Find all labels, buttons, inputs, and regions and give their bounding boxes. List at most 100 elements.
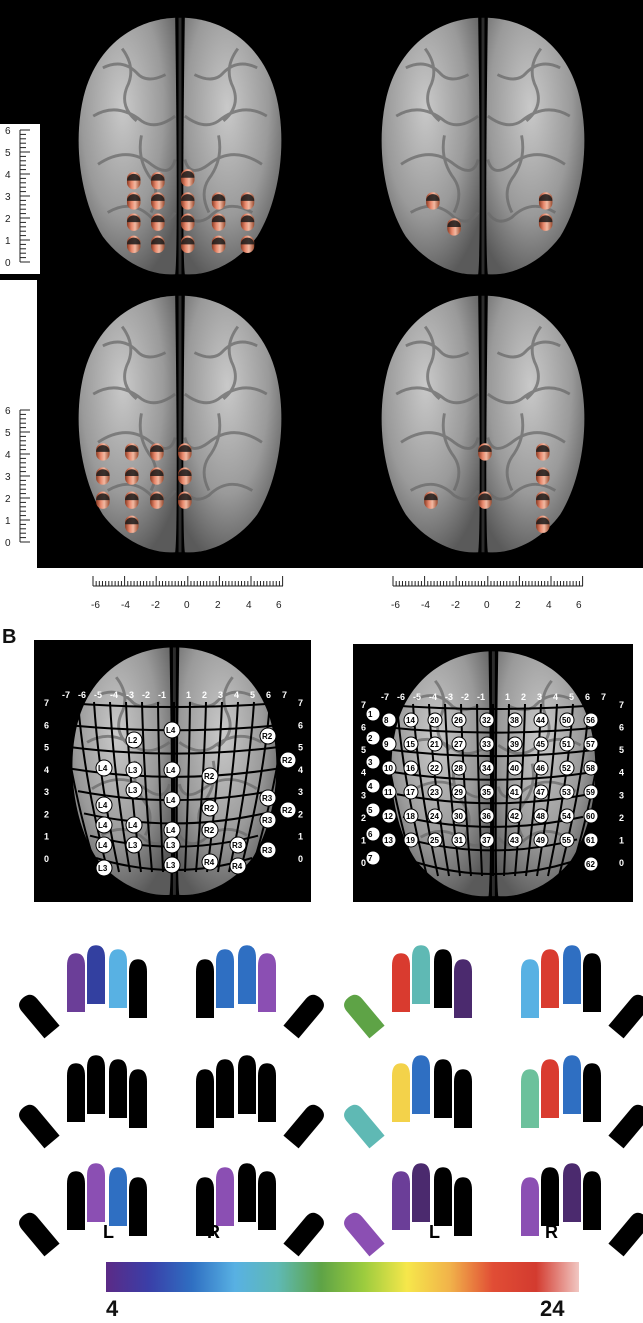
electrode-label: 51: [562, 740, 571, 749]
electrode-marker: [163, 721, 181, 739]
tick-label: 1: [5, 236, 11, 247]
finger: [412, 945, 430, 1004]
brain-a-bottom-right: [363, 288, 603, 558]
electrode-label: 62: [586, 860, 595, 869]
electrode-marker: [125, 731, 143, 749]
electrode-label: 56: [586, 716, 595, 725]
grid-top-label: 2: [521, 692, 526, 702]
grid-col-line: [184, 701, 191, 873]
electrode-marker: [507, 784, 523, 800]
grid-top-label: -1: [477, 692, 485, 702]
electrode-marker: [163, 791, 181, 809]
electrode-label: R2: [204, 826, 215, 835]
electrode-marker: [479, 736, 495, 752]
electrode-marker: [559, 736, 575, 752]
electrode-marker: [125, 761, 143, 779]
thumb: [608, 1209, 643, 1257]
finger: [216, 1167, 234, 1226]
electrode-label: 58: [586, 764, 595, 773]
electrode-label: 1: [368, 710, 373, 719]
electrode-marker: [403, 712, 419, 728]
electrode-marker: [583, 856, 599, 872]
hand: [521, 1163, 643, 1257]
electrode-marker: [381, 736, 397, 752]
electrode-marker: [451, 832, 467, 848]
electrode-label: 47: [536, 788, 545, 797]
brain-a-top-right: [363, 10, 603, 280]
electrode-marker: [163, 836, 181, 854]
grid-edge-label: 3: [44, 787, 49, 797]
electrode-label: 24: [430, 812, 439, 821]
finger: [541, 1167, 559, 1226]
tick-label: 4: [5, 450, 11, 461]
colorbar-min-label: 4: [106, 1296, 119, 1321]
electrode-marker: [451, 760, 467, 776]
electrode-label: L4: [98, 764, 108, 773]
hand: [196, 945, 328, 1039]
electrode-label: 30: [454, 812, 463, 821]
electrode-marker: [427, 832, 443, 848]
grid-top-label: 2: [202, 690, 207, 700]
vruler-top-labels: 6 5 4 3 2 1 0: [5, 126, 11, 269]
vertical-ruler-top: 6 5 4 3 2 1 0: [5, 126, 30, 269]
electrode-marker: [451, 736, 467, 752]
electrode-marker: [163, 856, 181, 874]
finger: [583, 953, 601, 1012]
electrode-label: 35: [482, 788, 491, 797]
electrode-label: L4: [98, 841, 108, 850]
electrode-label: 55: [562, 836, 571, 845]
electrode-label: 33: [482, 740, 491, 749]
electrode-marker: [583, 712, 599, 728]
grid-edge-label: 1: [361, 835, 366, 845]
electrode-label: 42: [510, 812, 519, 821]
electrode-marker: [381, 712, 397, 728]
grid-edge-label: 3: [298, 787, 303, 797]
grid-top-label: 7: [282, 690, 287, 700]
grid-top-label: 3: [537, 692, 542, 702]
electrode-label: L4: [128, 821, 138, 830]
electrode-label: 8: [384, 716, 389, 725]
grid-top-label: -6: [78, 690, 86, 700]
grid-edge-label: 7: [619, 700, 624, 710]
finger: [238, 1163, 256, 1222]
finger: [196, 1069, 214, 1128]
electrode-marker: [507, 736, 523, 752]
grid-top-label: -1: [158, 690, 166, 700]
electrode-marker: [583, 736, 599, 752]
electrode-label: L4: [166, 766, 176, 775]
electrode-marker: [95, 796, 113, 814]
tick-label: 6: [276, 600, 282, 611]
electrode-label: 46: [536, 764, 545, 773]
electrode-label: 59: [586, 788, 595, 797]
tick-label: 3: [5, 192, 11, 203]
vertical-ruler-bottom: 6 5 4 3 2 1 0: [5, 406, 30, 549]
finger: [67, 1171, 85, 1230]
grid-edge-label: 4: [361, 768, 366, 778]
horizontal-ruler-left: -6 -4 -2 0 2 4 6: [91, 576, 284, 611]
electrode-label: 25: [430, 836, 439, 845]
electrode-marker: [229, 857, 247, 875]
finger: [87, 1163, 105, 1222]
electrode-marker: [451, 712, 467, 728]
finger: [392, 953, 410, 1012]
grid-edge-label: 1: [619, 835, 624, 845]
finger: [216, 1059, 234, 1118]
electrode-label: L3: [166, 861, 176, 870]
electrode-marker: [533, 760, 549, 776]
thumb: [15, 991, 60, 1039]
hand-left-letter: L: [103, 1222, 114, 1242]
electrode-marker: [479, 832, 495, 848]
finger: [238, 945, 256, 1004]
electrode-label: 44: [536, 716, 545, 725]
finger: [412, 1055, 430, 1114]
grid-edge-label: 0: [298, 854, 303, 864]
grid-top-label: -7: [381, 692, 389, 702]
grid-edge-label: 4: [44, 765, 49, 775]
electrode-label: 48: [536, 812, 545, 821]
electrode-marker: [201, 853, 219, 871]
finger: [541, 1059, 559, 1118]
grid-col-line: [536, 703, 558, 877]
tick-label: 5: [5, 428, 11, 439]
electrode-marker: [403, 760, 419, 776]
grid-top-label: -7: [62, 690, 70, 700]
